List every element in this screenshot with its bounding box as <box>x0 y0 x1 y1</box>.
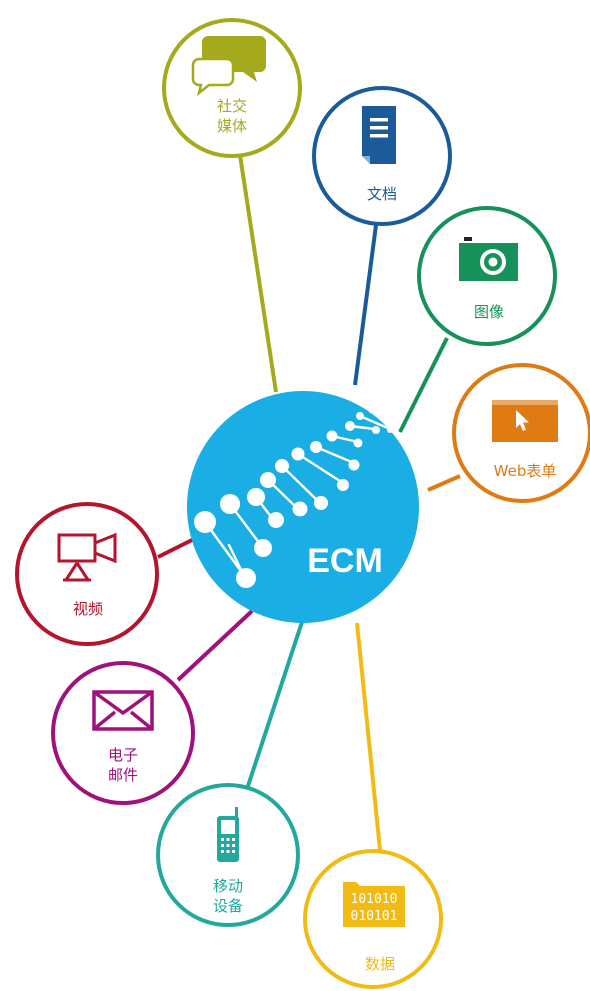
connector-document <box>353 224 378 386</box>
binary-data-icon: 101010 010101 <box>343 882 405 927</box>
connector-data <box>355 622 382 851</box>
camera-icon <box>459 237 518 281</box>
connector-webform <box>427 474 461 492</box>
node-circle <box>51 661 195 805</box>
node-label-line-1: 移动 <box>213 877 243 895</box>
binary-line-2: 010101 <box>351 909 398 924</box>
node-label-line-1: Web表单 <box>494 462 557 480</box>
envelope-icon <box>92 690 154 731</box>
document-icon <box>362 106 396 164</box>
node-label-line-1: 数据 <box>365 955 395 973</box>
node-label-line-2: 媒体 <box>217 117 247 135</box>
node-image: 图像 <box>417 206 557 346</box>
connector-social <box>238 154 278 393</box>
node-label-line-1: 电子 <box>108 746 138 764</box>
speech-bubbles-icon <box>191 36 266 97</box>
connector-image <box>398 337 449 433</box>
node-label-line-1: 文档 <box>367 185 397 203</box>
node-web-form: Web表单 <box>452 363 590 503</box>
ecm-center-node: ECM <box>187 391 419 623</box>
node-label-line-1: 社交 <box>217 97 247 115</box>
node-label-line-2: 邮件 <box>108 766 138 784</box>
node-label-line-2: 设备 <box>213 897 243 915</box>
binary-line-1: 101010 <box>351 892 398 907</box>
connector-email <box>176 609 254 682</box>
browser-cursor-icon <box>492 400 558 442</box>
node-social-media: 社交 媒体 <box>162 18 302 158</box>
node-circle <box>15 502 159 646</box>
node-label-line-1: 视频 <box>73 600 103 618</box>
video-camera-icon <box>57 532 117 582</box>
node-video: 视频 <box>15 502 159 646</box>
connector-mobile <box>246 621 304 787</box>
node-email: 电子 邮件 <box>51 661 195 805</box>
node-label-line-1: 图像 <box>474 303 504 321</box>
connector-lines <box>157 154 461 851</box>
connector-video <box>157 536 197 559</box>
node-mobile-device: 移动 设备 <box>156 783 300 927</box>
mobile-phone-icon <box>217 807 239 862</box>
ecm-label: ECM <box>307 542 383 580</box>
node-data: 101010 010101 数据 <box>303 849 443 989</box>
dna-helix-icon <box>194 406 398 588</box>
node-document: 文档 <box>312 86 452 226</box>
